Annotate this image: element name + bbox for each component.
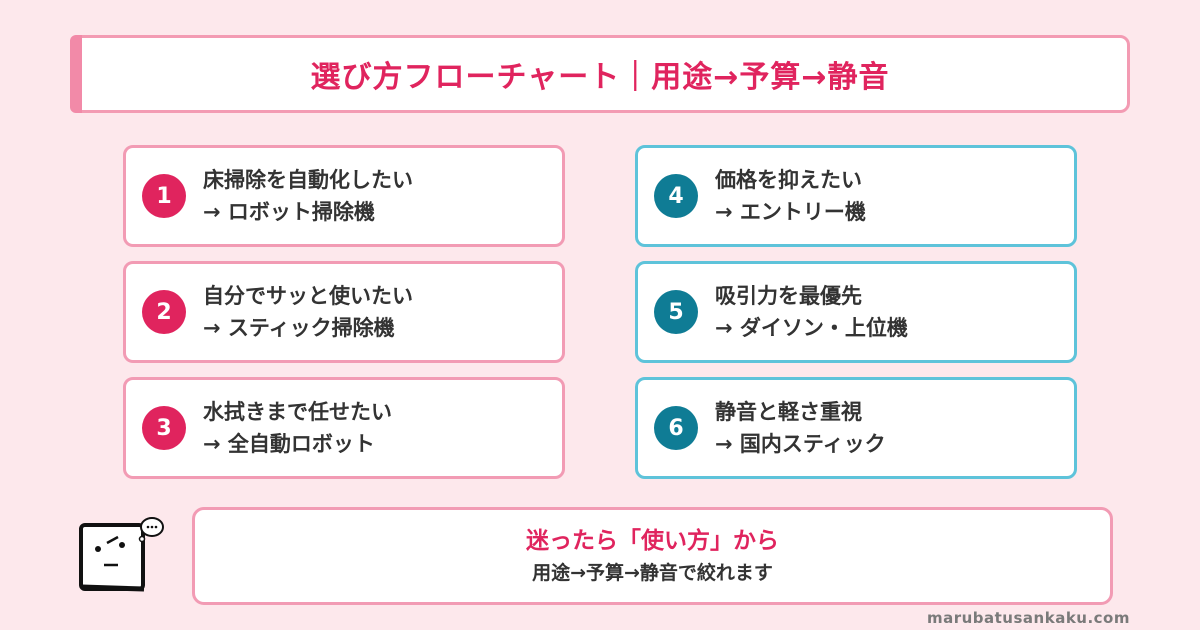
card-recommendation: → ダイソン・上位機 bbox=[715, 316, 908, 340]
card-recommendation: → 国内スティック bbox=[715, 432, 886, 456]
card-condition: 自分でサッと使いたい bbox=[203, 284, 413, 308]
card-condition: 静音と軽さ重視 bbox=[715, 400, 862, 424]
step-number-badge: 6 bbox=[654, 406, 698, 450]
step-number-badge: 4 bbox=[654, 174, 698, 218]
flow-card-2: 2 自分でサッと使いたい → スティック掃除機 bbox=[123, 261, 565, 363]
title-banner: 選び方フローチャート｜用途→予算→静音 bbox=[70, 35, 1130, 113]
step-number-badge: 1 bbox=[142, 174, 186, 218]
card-recommendation: → スティック掃除機 bbox=[203, 316, 395, 340]
card-condition: 床掃除を自動化したい bbox=[203, 168, 413, 192]
card-condition: 価格を抑えたい bbox=[715, 168, 862, 192]
title-accent-bar bbox=[70, 35, 82, 113]
step-number-badge: 3 bbox=[142, 406, 186, 450]
card-condition: 水拭きまで任せたい bbox=[203, 400, 392, 424]
flow-card-3: 3 水拭きまで任せたい → 全自動ロボット bbox=[123, 377, 565, 479]
card-condition: 吸引力を最優先 bbox=[715, 284, 862, 308]
tip-title: 迷ったら「使い方」から bbox=[526, 528, 779, 554]
tip-subtitle: 用途→予算→静音で絞れます bbox=[532, 562, 773, 584]
flow-card-4: 4 価格を抑えたい → エントリー機 bbox=[635, 145, 1077, 247]
flow-card-5: 5 吸引力を最優先 → ダイソン・上位機 bbox=[635, 261, 1077, 363]
flow-card-1: 1 床掃除を自動化したい → ロボット掃除機 bbox=[123, 145, 565, 247]
tip-banner: 迷ったら「使い方」から 用途→予算→静音で絞れます bbox=[192, 507, 1113, 605]
step-number-badge: 5 bbox=[654, 290, 698, 334]
site-domain: marubatusankaku.com bbox=[926, 609, 1130, 627]
flow-card-6: 6 静音と軽さ重視 → 国内スティック bbox=[635, 377, 1077, 479]
card-recommendation: → ロボット掃除機 bbox=[203, 200, 375, 224]
page-title: 選び方フローチャート｜用途→予算→静音 bbox=[310, 60, 890, 95]
thinking-mascot-icon bbox=[78, 515, 164, 593]
step-number-badge: 2 bbox=[142, 290, 186, 334]
card-recommendation: → エントリー機 bbox=[715, 200, 866, 224]
card-recommendation: → 全自動ロボット bbox=[203, 432, 375, 456]
